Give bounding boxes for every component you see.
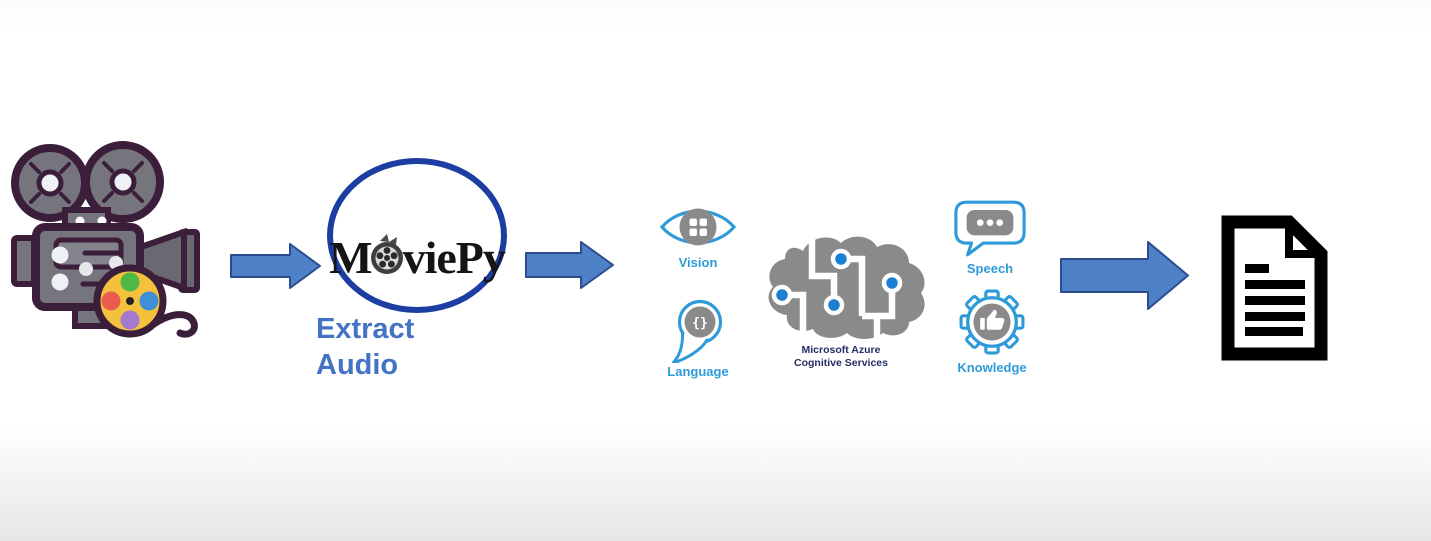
right-arrow-icon bbox=[230, 243, 322, 289]
language-braces-symbol: {} bbox=[692, 316, 708, 331]
azure-caption: Microsoft Azure Cognitive Services bbox=[755, 344, 927, 370]
azure-service-vision: Vision bbox=[656, 202, 740, 270]
knowledge-gear-icon bbox=[959, 289, 1025, 355]
moviepy-logo-prefix: M bbox=[329, 232, 372, 283]
moviepy-logo: M viePy bbox=[325, 233, 509, 283]
speech-bubble-icon bbox=[954, 200, 1026, 257]
azure-service-speech: Speech bbox=[948, 199, 1032, 276]
speech-label: Speech bbox=[966, 261, 1014, 276]
film-reel-icon bbox=[370, 234, 403, 274]
language-comma-icon: {} bbox=[672, 299, 723, 363]
azure-caption-line1: Microsoft Azure bbox=[801, 344, 881, 356]
extract-audio-line2: Audio bbox=[316, 349, 399, 381]
azure-brain-icon bbox=[768, 235, 925, 339]
right-arrow-icon bbox=[525, 241, 615, 289]
azure-caption-line2: Cognitive Services bbox=[794, 357, 888, 369]
document-icon bbox=[1221, 215, 1328, 361]
extract-audio-line1: Extract bbox=[316, 313, 415, 345]
extract-audio-caption: Extract Audio bbox=[316, 311, 476, 383]
azure-service-knowledge: Knowledge bbox=[952, 289, 1032, 375]
knowledge-label: Knowledge bbox=[957, 360, 1027, 375]
movie-camera-icon bbox=[11, 141, 200, 338]
moviepy-highlight-circle bbox=[327, 158, 507, 313]
vision-eye-icon bbox=[659, 208, 737, 246]
language-label: Language bbox=[667, 364, 729, 379]
azure-service-language: {} Language bbox=[656, 299, 740, 379]
vision-label: Vision bbox=[678, 255, 718, 270]
right-arrow-icon bbox=[1060, 241, 1190, 310]
moviepy-logo-suffix: viePy bbox=[402, 232, 506, 283]
